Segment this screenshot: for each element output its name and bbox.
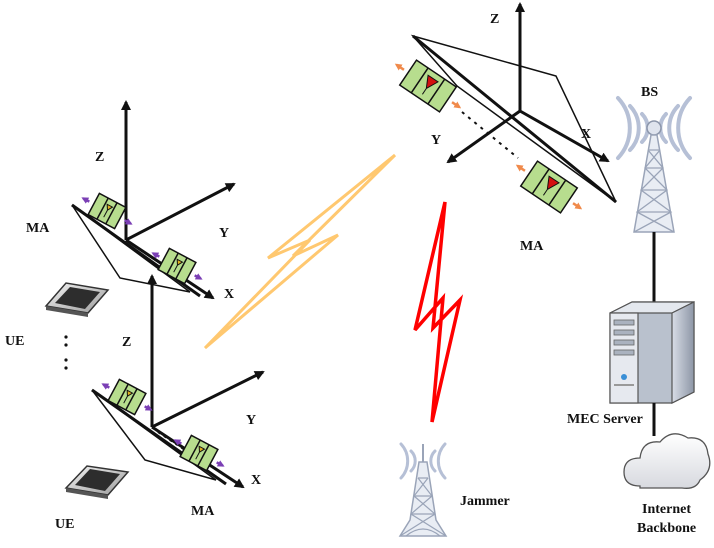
axis-y-label: Y [219,226,229,241]
ue-phone-top [44,282,110,317]
legitimate-link-bolt [203,153,397,350]
axis-z-label: Z [122,335,131,350]
axis-x-label: X [251,473,261,488]
axis-y-arrow [125,182,236,242]
ellipsis-dots [64,335,68,370]
jammer-tower-icon [398,442,448,537]
antenna-element [515,160,583,214]
axis-z-label: Z [490,12,499,27]
antenna-element [81,192,133,230]
ma-label: MA [26,221,50,236]
ma-top-left [71,100,236,300]
ma-bottom-left [91,274,265,489]
axis-y-arrow [151,370,265,429]
ma-label: MA [191,504,215,519]
axis-x-label: X [581,127,591,142]
internet-label: Internet [642,502,691,517]
axis-y-label: Y [431,133,441,148]
axis-x-label: X [224,287,234,302]
internet-cloud-icon [623,433,711,489]
antenna-element [151,247,203,285]
axis-x-arrow [519,109,610,163]
antenna-spacing-dots [134,245,166,267]
ma-label: MA [520,239,544,254]
axis-y-arrow [446,109,521,164]
jamming-link-bolt [413,201,464,423]
ma-base-station [394,2,617,214]
axis-z-label: Z [95,150,104,165]
backbone-label: Backbone [637,521,696,536]
jammer-label: Jammer [460,494,510,509]
antenna-element [394,59,462,113]
antenna-element [101,378,153,416]
antenna-element [173,434,225,472]
axis-y-label: Y [246,413,256,428]
ue-label: UE [5,334,24,349]
mec-server-icon [609,301,695,404]
ue-phone-bottom [64,465,130,499]
mec-server-label: MEC Server [567,412,643,427]
ue-label: UE [55,517,74,532]
antenna-spacing-dots [157,431,186,451]
bs-label: BS [641,85,658,100]
base-station-tower-icon [616,96,692,233]
